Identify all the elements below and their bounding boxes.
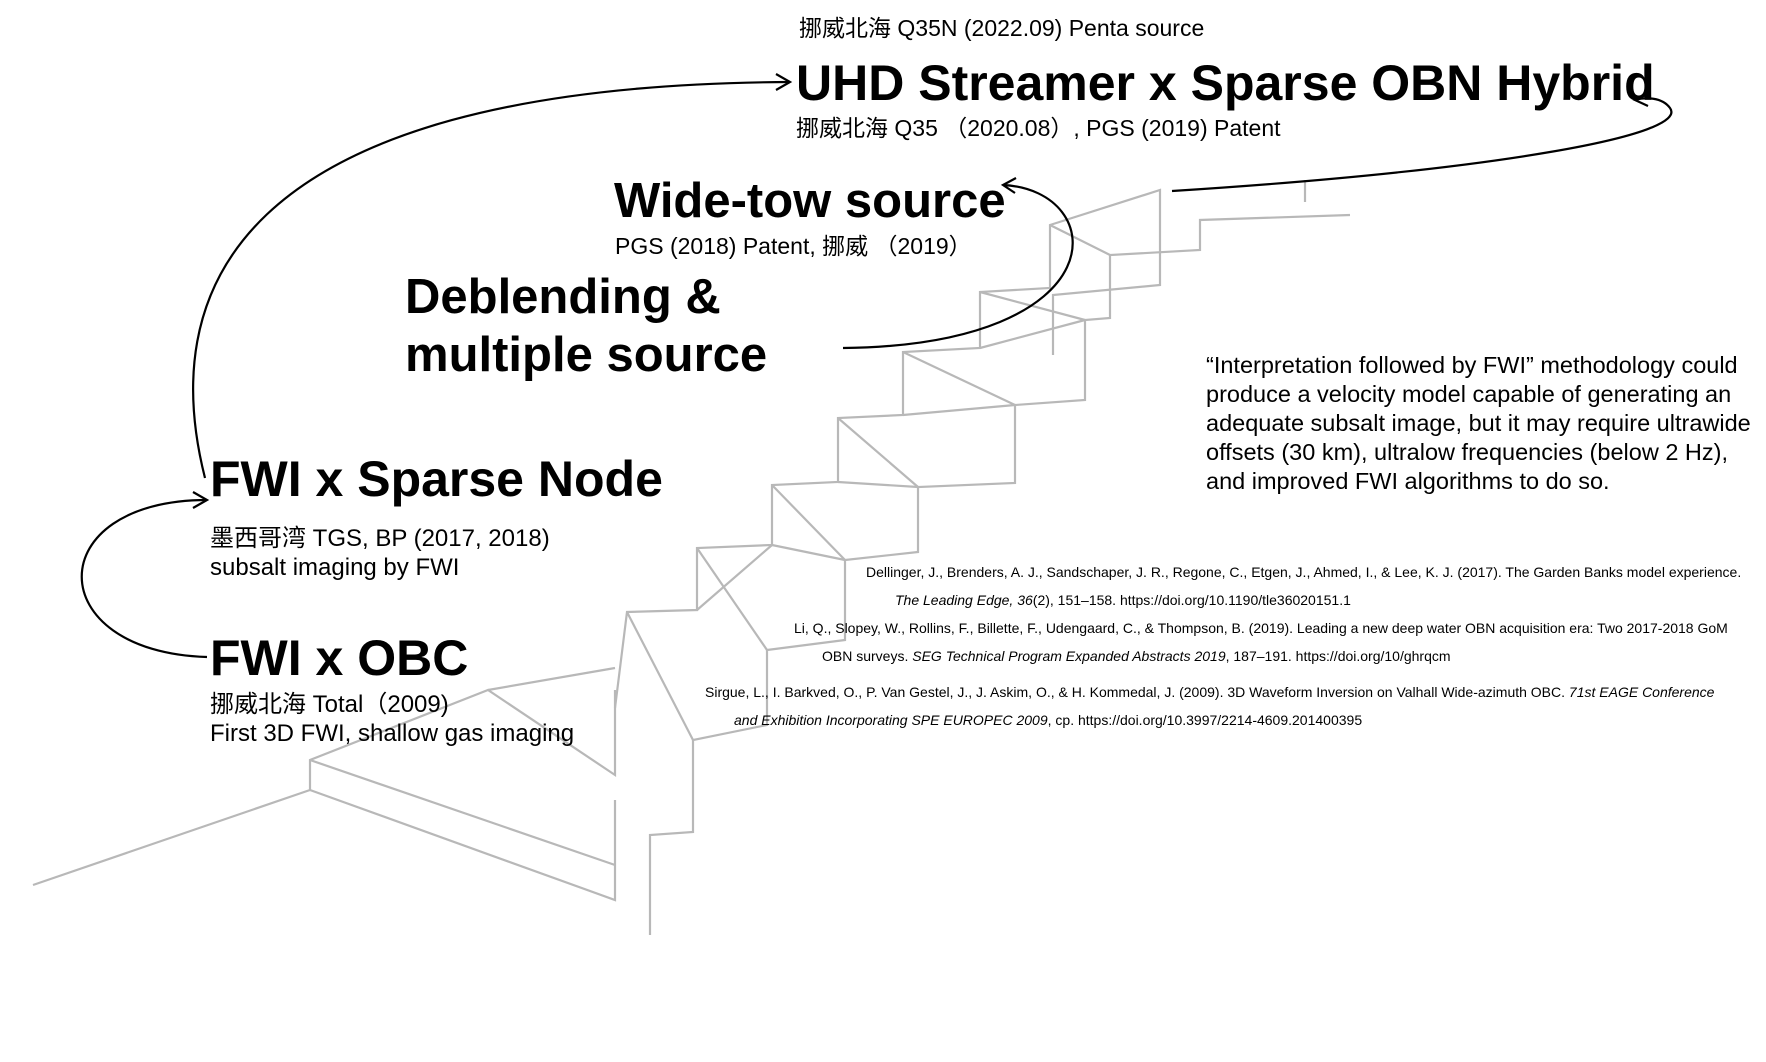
uhd-above-caption: 挪威北海 Q35N (2022.09) Penta source <box>799 15 1205 41</box>
reference-3-line2: and Exhibition Incorporating SPE EUROPEC… <box>734 712 1363 728</box>
reference-1-line1: Dellinger, J., Brenders, A. J., Sandscha… <box>866 564 1742 580</box>
methodology-quote: “Interpretation followed by FWI” methodo… <box>1206 352 1751 494</box>
reference-1-line2: The Leading Edge, 36(2), 151–158. https:… <box>895 592 1351 608</box>
deblending-title-line1: Deblending & <box>405 270 721 324</box>
arrow-sparse-node-to-uhd <box>192 80 791 479</box>
widetow-caption: PGS (2018) Patent, 挪威 （2019） <box>615 233 972 259</box>
arrowhead-uhd <box>775 73 793 91</box>
arrowhead-widetow <box>1000 177 1017 194</box>
reference-2-line1: Li, Q., Slopey, W., Rollins, F., Billett… <box>794 620 1728 636</box>
staircase-lines <box>32 180 1351 935</box>
arrowhead-sparse-node <box>192 491 210 509</box>
widetow-title: Wide-tow source <box>614 174 1006 228</box>
uhd-below-caption: 挪威北海 Q35 （2020.08）, PGS (2019) Patent <box>796 115 1281 141</box>
arrowhead-uhd-right <box>1632 93 1649 107</box>
reference-2-line2: OBN surveys. SEG Technical Program Expan… <box>822 648 1451 664</box>
reference-3-line1: Sirgue, L., I. Barkved, O., P. Van Geste… <box>705 684 1715 700</box>
deblending-title-line2: multiple source <box>405 328 768 382</box>
obc-caption-1: 挪威北海 Total（2009) <box>210 691 449 718</box>
uhd-title: UHD Streamer x Sparse OBN Hybrid <box>796 55 1655 111</box>
sparse-node-caption-2: subsalt imaging by FWI <box>210 554 460 581</box>
sparse-node-caption-1: 墨西哥湾 TGS, BP (2017, 2018) <box>210 525 550 552</box>
obc-caption-2: First 3D FWI, shallow gas imaging <box>210 720 575 747</box>
sparse-node-title: FWI x Sparse Node <box>210 451 663 507</box>
obc-title: FWI x OBC <box>210 630 469 686</box>
arrow-deblending-to-widetow <box>842 183 1074 350</box>
arrow-to-uhd-right <box>1171 97 1673 193</box>
arrow-obc-to-sparse-node <box>80 498 208 659</box>
